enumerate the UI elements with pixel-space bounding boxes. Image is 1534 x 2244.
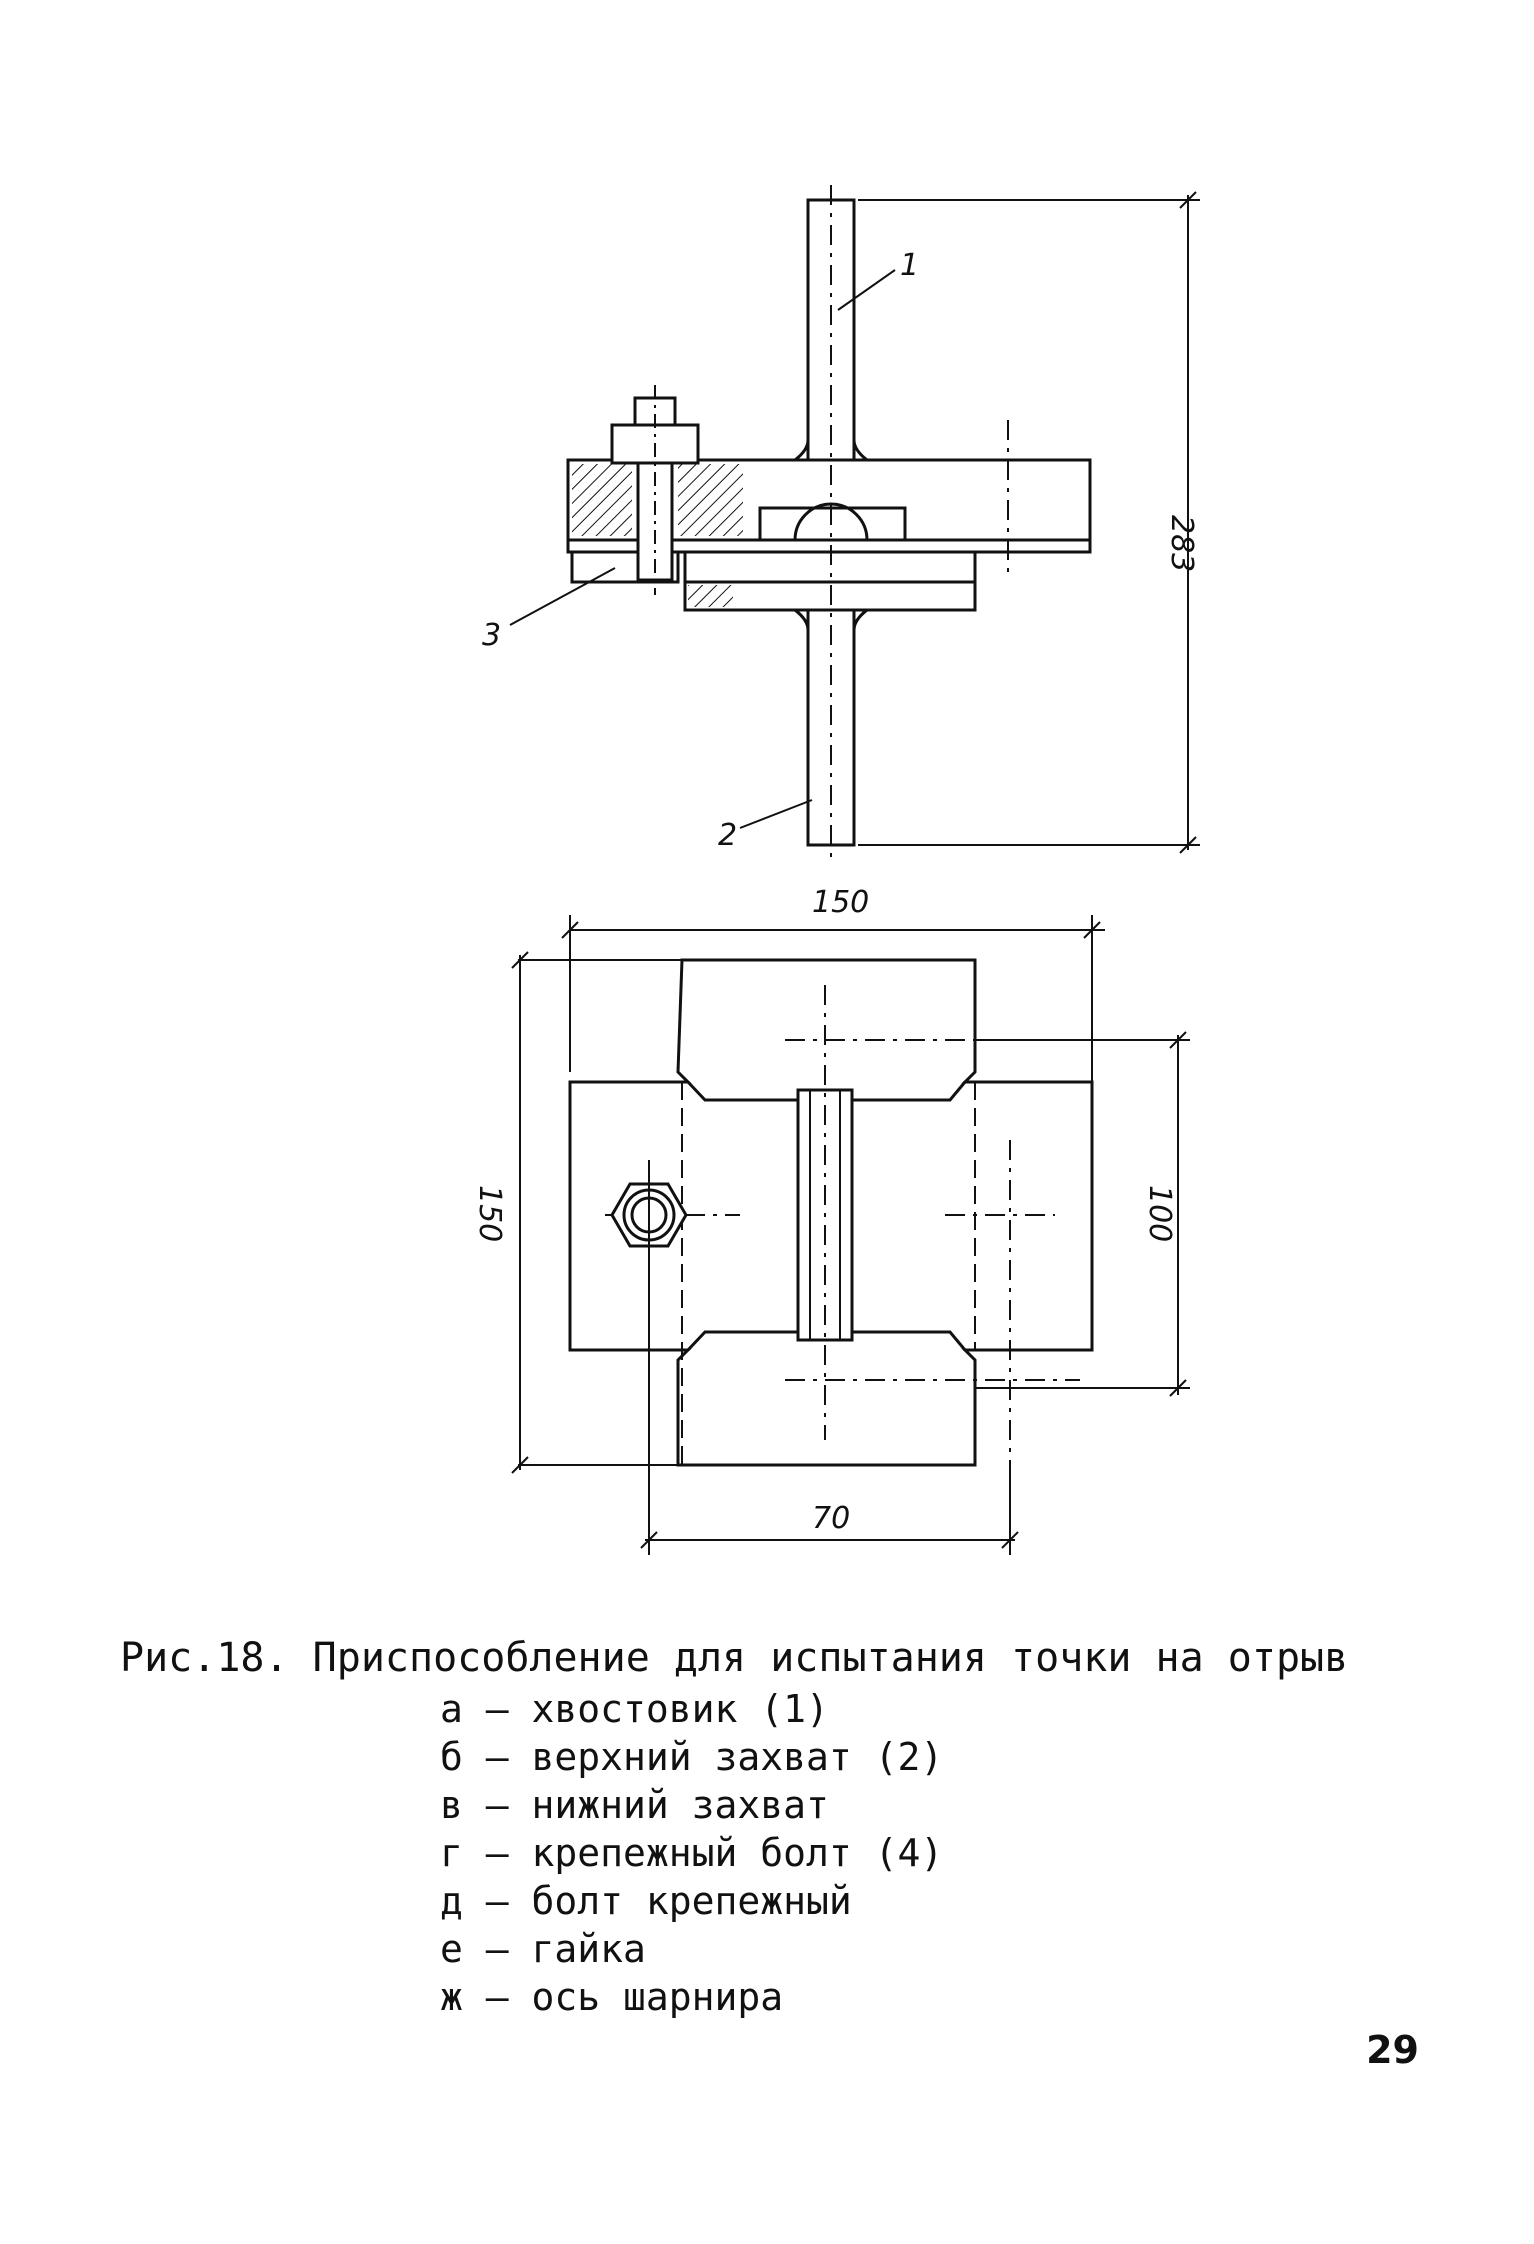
dimension-150-top: 150	[812, 885, 869, 920]
dimension-283: 283	[1164, 515, 1199, 572]
legend-item: г – крепежный болт (4)	[440, 1831, 944, 1875]
dimension-150-left: 150	[472, 1185, 507, 1242]
legend-item: ж – ось шарнира	[440, 1975, 784, 2019]
dimension-70: 70	[812, 1501, 850, 1536]
hatched-block-left	[572, 464, 632, 536]
hinge-block	[758, 506, 907, 542]
legend-list: а – хвостовик (1) б – верхний захват (2)…	[440, 1685, 943, 2021]
side-view	[509, 185, 1200, 860]
part-label-2: 2	[718, 818, 737, 853]
hinge-dome	[793, 502, 869, 541]
part-label-1: 1	[900, 248, 919, 283]
legend-item: в – нижний захват	[440, 1783, 829, 1827]
hatched-block-right	[678, 464, 743, 536]
figure-caption: Рис.18. Приспособление для испытания точ…	[120, 1635, 1349, 1681]
part-label-3: 3	[482, 618, 501, 653]
legend-item: д – болт крепежный	[440, 1879, 852, 1923]
lower-hatch	[688, 585, 733, 607]
plan-view	[511, 915, 1190, 1555]
legend-item: е – гайка	[440, 1927, 646, 1971]
dimension-100: 100	[1142, 1185, 1177, 1242]
page-number: 29	[1366, 2028, 1419, 2072]
technical-drawing: 1 3 2 283	[472, 185, 1200, 1555]
legend-item: а – хвостовик (1)	[440, 1687, 829, 1731]
legend-item: б – верхний захват (2)	[440, 1735, 944, 1779]
